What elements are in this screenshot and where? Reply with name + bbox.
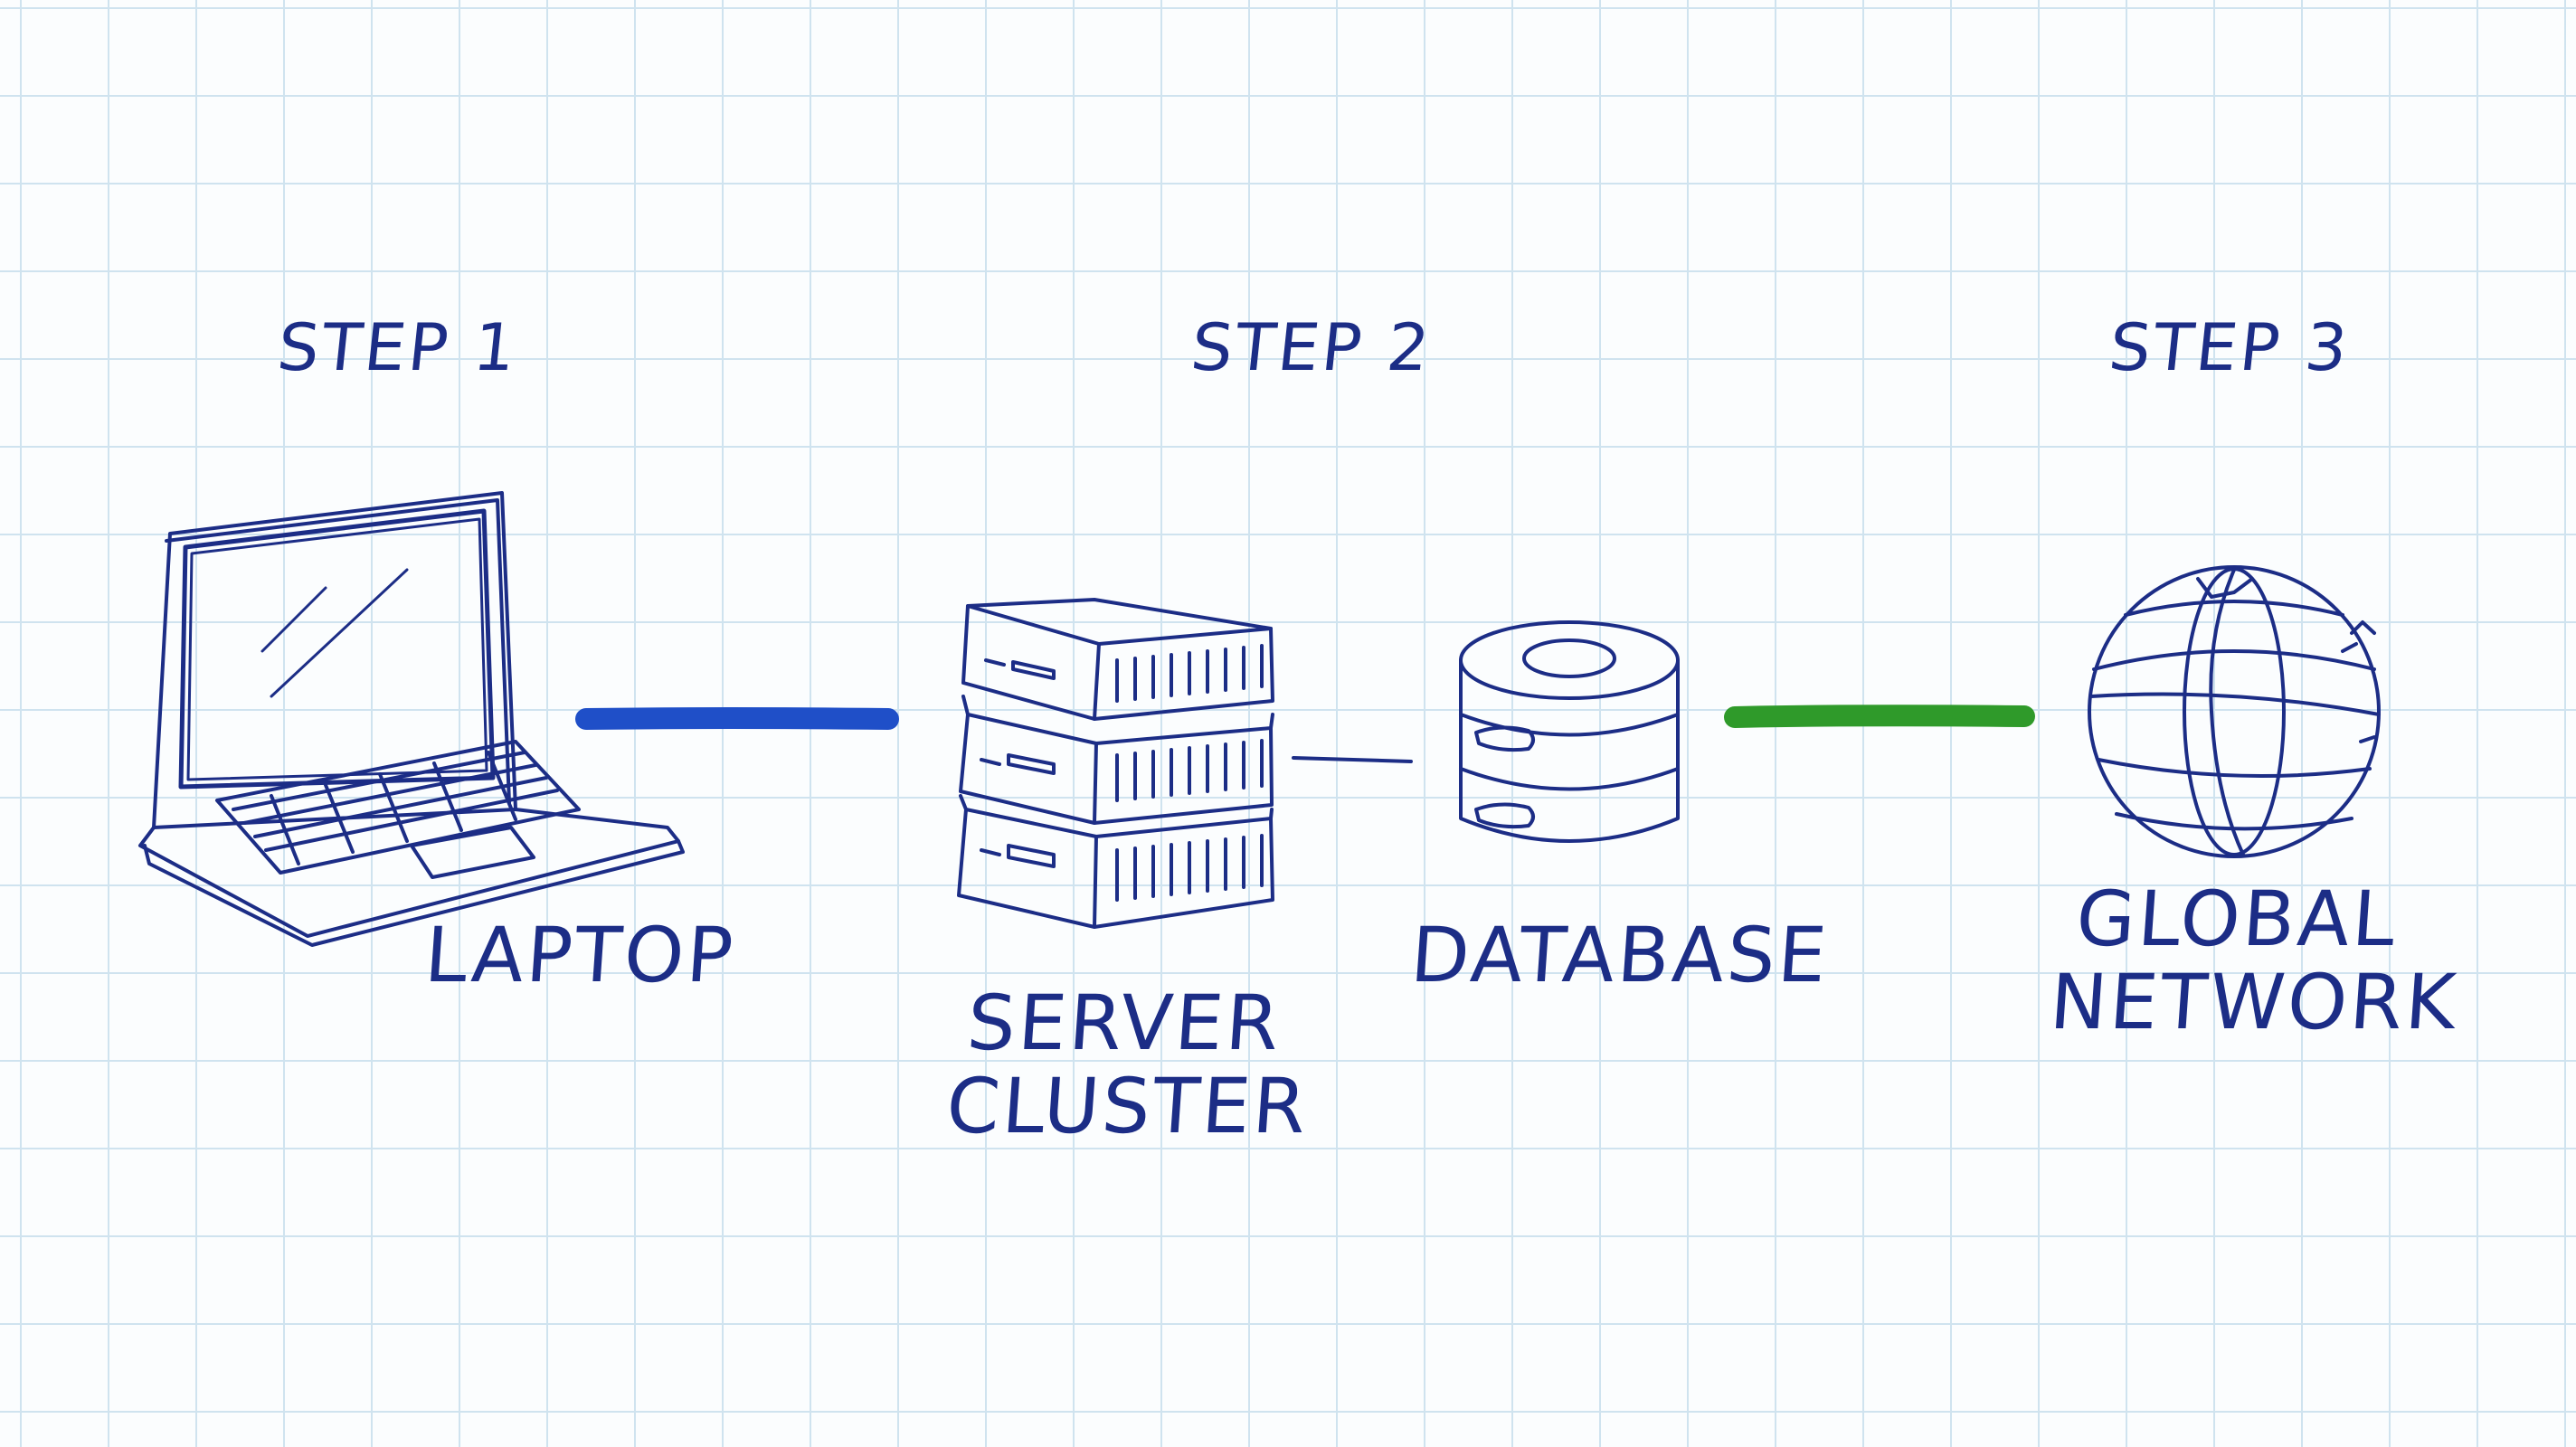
database-icon [1459,620,1680,843]
laptop-label: LAPTOP [421,911,739,999]
server-cluster-label: SERVER CLUSTER [943,979,1312,1151]
global-network-label-line2: NETWORK [2047,958,2462,1047]
globe-icon [2088,565,2381,858]
global-network-label: GLOBAL NETWORK [2047,875,2462,1047]
laptop-icon [138,491,685,947]
server-database-link [1292,756,1413,763]
server-cluster-label-line2: CLUSTER [943,1062,1312,1151]
database-label: DATABASE [1407,911,1833,999]
database-global-connector [1724,705,2035,728]
server-cluster-icon [957,598,1274,929]
laptop-server-connector [575,707,899,730]
global-network-label-line1: GLOBAL [2073,875,2401,963]
server-cluster-label-line1: SERVER [964,979,1285,1067]
